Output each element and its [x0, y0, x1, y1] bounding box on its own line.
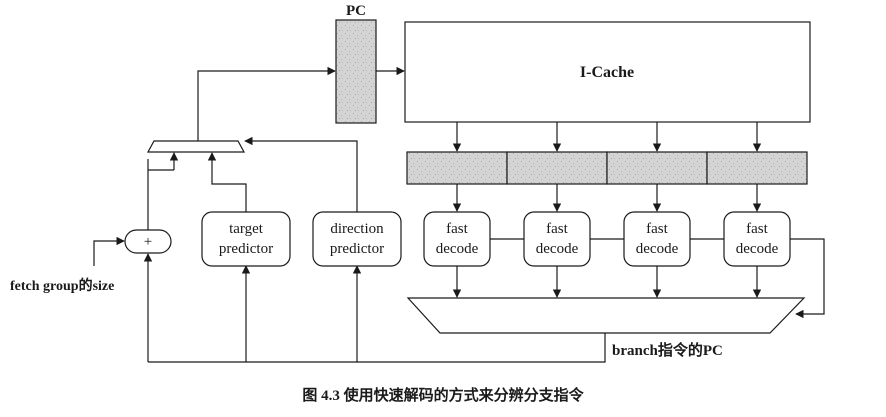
instruction-buffer-slot-3 [606, 151, 708, 185]
figure-caption: 图 4.3 使用快速解码的方式来分辨分支指令 [302, 386, 584, 404]
direction-to-mux-select-arrow [244, 136, 358, 212]
branch-select-mux [406, 297, 806, 334]
fast-decode-3-line2: decode [636, 241, 679, 257]
adder-symbol: + [144, 234, 152, 250]
mux-to-pc-arrow [197, 66, 336, 141]
branch-pc-feedback-line [148, 333, 606, 363]
instruction-buffer-slot-2 [506, 151, 608, 185]
fast-decode-4-line2: decode [736, 241, 779, 257]
instruction-buffer-slot-4 [706, 151, 808, 185]
fetch-group-size-label: fetch group的size [10, 277, 114, 294]
fast-decode-2-line2: decode [536, 241, 579, 257]
target-predictor-line1: target [229, 221, 264, 237]
fetch-group-size-arrow [93, 236, 125, 266]
pc-label: PC [346, 3, 366, 19]
target-to-mux-arrow [207, 152, 247, 212]
decode-loop-to-mux [790, 238, 825, 319]
fast-decode-4-line1: fast [746, 221, 768, 237]
fast-decode-2-line1: fast [546, 221, 568, 237]
direction-predictor-line1: direction [330, 221, 384, 237]
target-predictor-line2: predictor [219, 241, 273, 257]
fast-decode-1-line1: fast [446, 221, 468, 237]
direction-predictor-line2: predictor [330, 241, 384, 257]
branch-pc-label: branch指令的PC [612, 341, 723, 359]
fast-decode-3-line1: fast [646, 221, 668, 237]
fast-decode-1-line2: decode [436, 241, 479, 257]
instruction-buffer-slot-1 [406, 151, 508, 185]
next-pc-mux [146, 140, 246, 153]
pc-register [335, 19, 377, 124]
icache-label: I-Cache [580, 64, 634, 81]
icache-box [404, 21, 811, 123]
